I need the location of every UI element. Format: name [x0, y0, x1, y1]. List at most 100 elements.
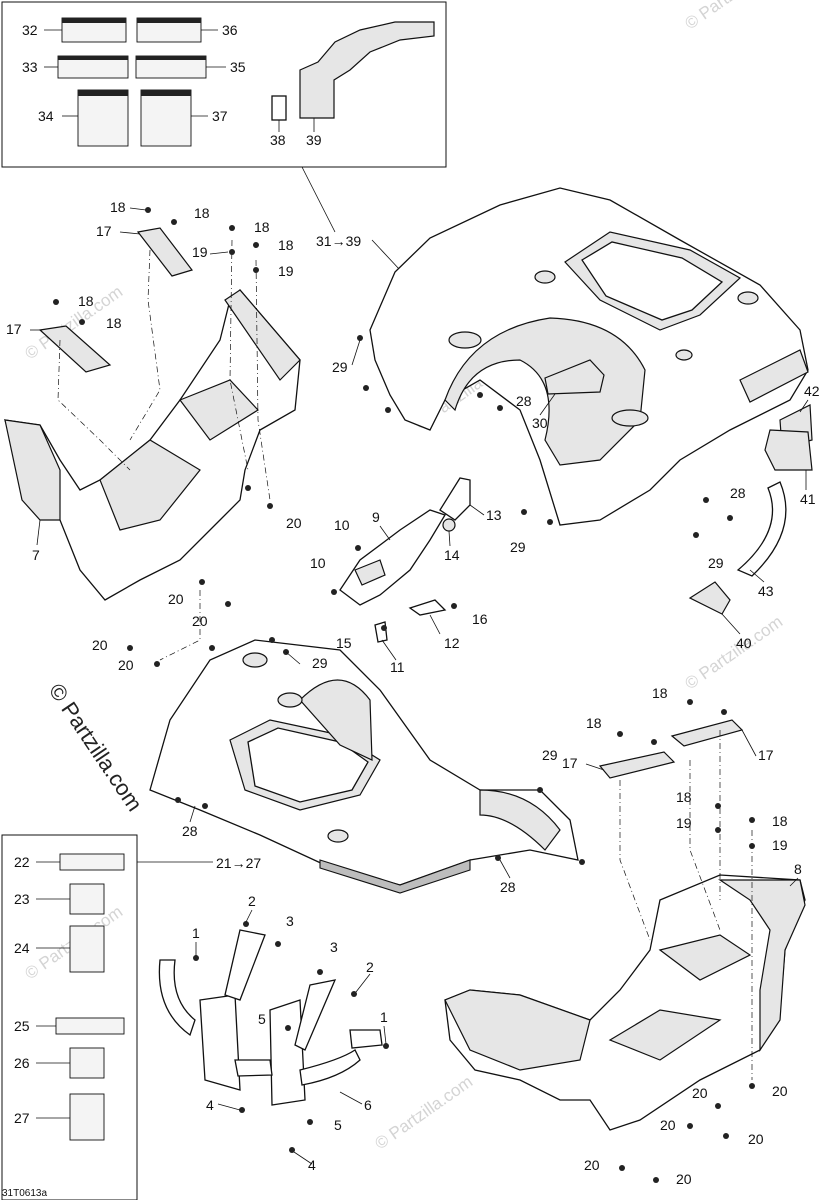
callout-42: 42 [804, 383, 820, 399]
locator-dash [689, 760, 721, 931]
callout-4: 4 [206, 1097, 214, 1113]
leader [209, 251, 229, 255]
bolt-dot [351, 991, 357, 997]
bolt-dot [495, 855, 501, 861]
bolt-dot [363, 385, 369, 391]
bolt-dot [175, 797, 181, 803]
callout-18: 18 [106, 315, 122, 331]
decal-header-bar [136, 56, 206, 60]
callout-7: 7 [32, 547, 40, 563]
callout-20: 20 [118, 657, 134, 673]
leader [351, 339, 361, 366]
kit-frame [1, 1, 447, 168]
bolt-dot [239, 1107, 245, 1113]
bolt-dot [687, 1123, 693, 1129]
bolt-dot [715, 827, 721, 833]
rear-hole [737, 291, 759, 305]
footpeg-area-right [608, 1009, 722, 1061]
leader [301, 166, 336, 233]
bolt-dot [127, 645, 133, 651]
decal-strip-39 [299, 21, 435, 119]
bolt-dot [497, 405, 503, 411]
bolt-dot [727, 515, 733, 521]
bolt-dot [275, 941, 281, 947]
leader [285, 651, 301, 665]
bumper-tube-right-6 [299, 1049, 361, 1086]
callout-5: 5 [258, 1011, 266, 1027]
grommet-14 [442, 518, 456, 532]
bolt-dot [381, 625, 387, 631]
bolt-dot [653, 1177, 659, 1183]
bolt-dot [357, 335, 363, 341]
callout-41: 41 [800, 491, 816, 507]
reflector-38 [271, 95, 287, 121]
decal-header-bar [78, 90, 128, 96]
callout-20: 20 [92, 637, 108, 653]
callout-8: 8 [794, 861, 802, 877]
decal-23 [69, 883, 105, 915]
leader [539, 393, 556, 416]
step-plate-17-top [136, 227, 194, 277]
bumper-cross [234, 1059, 273, 1077]
leader [293, 1151, 313, 1165]
rear-side-rail [739, 349, 809, 403]
leader [499, 859, 511, 879]
bumper-plate-right [269, 999, 306, 1106]
decal-header-bar [58, 56, 128, 60]
front-bumper [158, 929, 383, 1106]
callout-3: 3 [330, 939, 338, 955]
locator-dash [159, 590, 201, 661]
callout-20: 20 [286, 515, 302, 531]
bolt-dot [245, 485, 251, 491]
locator-dash [619, 780, 651, 941]
leader [217, 1103, 241, 1111]
locator-dash [129, 249, 161, 441]
callout-11: 11 [390, 659, 405, 675]
bolt-dot [619, 1165, 625, 1171]
bolt-dot [79, 319, 85, 325]
callout-18: 18 [676, 789, 692, 805]
rear-cupholder [448, 331, 482, 349]
callout-17: 17 [562, 755, 578, 771]
strut-2-left [224, 929, 266, 1001]
bolt-dot [537, 787, 543, 793]
bolt-dot [383, 1043, 389, 1049]
bolt-dot [385, 407, 391, 413]
callout-10: 10 [310, 555, 326, 571]
strip-43 [736, 481, 787, 577]
rear-vent-30 [544, 359, 605, 395]
bumper-plate-left [199, 994, 241, 1091]
leader [379, 525, 391, 541]
callout-10: 10 [334, 517, 350, 533]
callout-18: 18 [652, 685, 668, 701]
leader [741, 729, 757, 757]
callout-29: 29 [312, 655, 328, 671]
decal-header-bar [62, 18, 126, 23]
step-plate-17-right-a [670, 719, 744, 747]
callout-20: 20 [660, 1117, 676, 1133]
callout-17: 17 [96, 223, 112, 239]
fasteners [53, 207, 755, 1183]
inner-fender-right [444, 989, 591, 1071]
callout-33: 33 [22, 59, 38, 75]
callout-20: 20 [676, 1171, 692, 1187]
bolt-dot [171, 219, 177, 225]
bolt-dot [202, 803, 208, 809]
callout-26: 26 [14, 1055, 30, 1071]
rear-hole [675, 349, 693, 361]
callout-19: 19 [676, 815, 692, 831]
callout-16: 16 [472, 611, 488, 627]
callout-20: 20 [168, 591, 184, 607]
rear-cupholder [611, 409, 649, 427]
leader [789, 877, 799, 887]
bolt-dot [317, 969, 323, 975]
leader [383, 1025, 387, 1045]
callout-38: 38 [270, 132, 286, 148]
leader [245, 909, 253, 923]
step-plate-17-right-b [598, 751, 676, 779]
callout-leaders [30, 207, 809, 1165]
bolt-dot [721, 709, 727, 715]
bolt-dot [477, 392, 483, 398]
bolt-dot [229, 249, 235, 255]
bracket-41 [764, 429, 813, 471]
